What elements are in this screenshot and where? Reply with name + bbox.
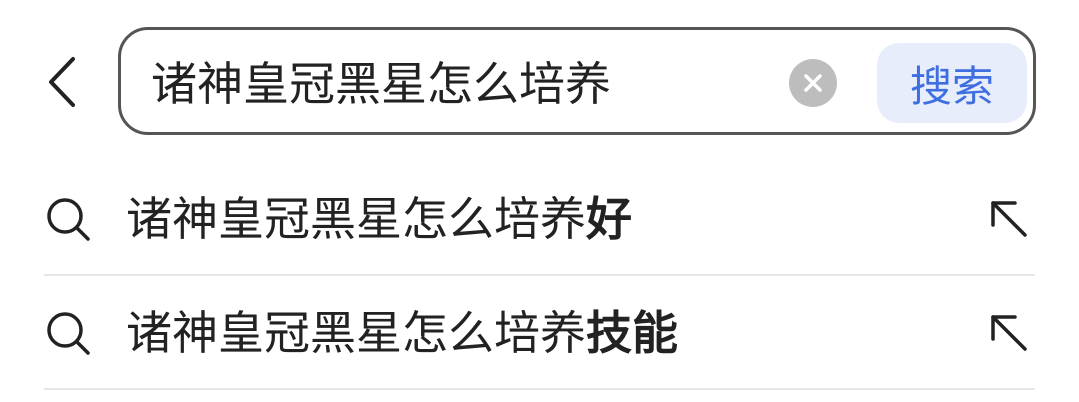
suggestion-item[interactable]: 诸神皇冠黑星怎么培养好: [0, 162, 1079, 276]
suggestion-completion: 好: [586, 192, 632, 246]
clear-button[interactable]: [789, 59, 837, 107]
suggestion-prefix: 诸神皇冠黑星怎么培养: [126, 192, 586, 246]
suggestion-completion: 技能: [586, 306, 678, 360]
fill-query-button[interactable]: [982, 192, 1036, 246]
back-button[interactable]: [34, 52, 90, 112]
suggestion-text: 诸神皇冠黑星怎么培养好: [126, 188, 632, 250]
search-box: 搜索: [118, 27, 1036, 135]
search-input[interactable]: [151, 50, 791, 112]
clear-x-icon: [804, 74, 822, 92]
search-header: 搜索: [0, 0, 1079, 160]
suggestion-prefix: 诸神皇冠黑星怎么培养: [126, 306, 586, 360]
divider: [44, 388, 1035, 390]
search-icon: [47, 312, 90, 355]
fill-query-button[interactable]: [982, 306, 1036, 360]
divider: [44, 274, 1035, 276]
suggestion-item[interactable]: 诸神皇冠黑星怎么培养技能: [0, 276, 1079, 390]
arrow-up-left-icon: [991, 315, 1027, 351]
suggestion-text: 诸神皇冠黑星怎么培养技能: [126, 302, 678, 364]
search-icon: [47, 198, 90, 241]
arrow-up-left-icon: [991, 201, 1027, 237]
suggestion-list: 诸神皇冠黑星怎么培养好 诸神皇冠黑星怎么培养技能: [0, 162, 1079, 390]
search-submit-button[interactable]: 搜索: [877, 43, 1027, 123]
back-chevron-icon: [49, 57, 75, 107]
